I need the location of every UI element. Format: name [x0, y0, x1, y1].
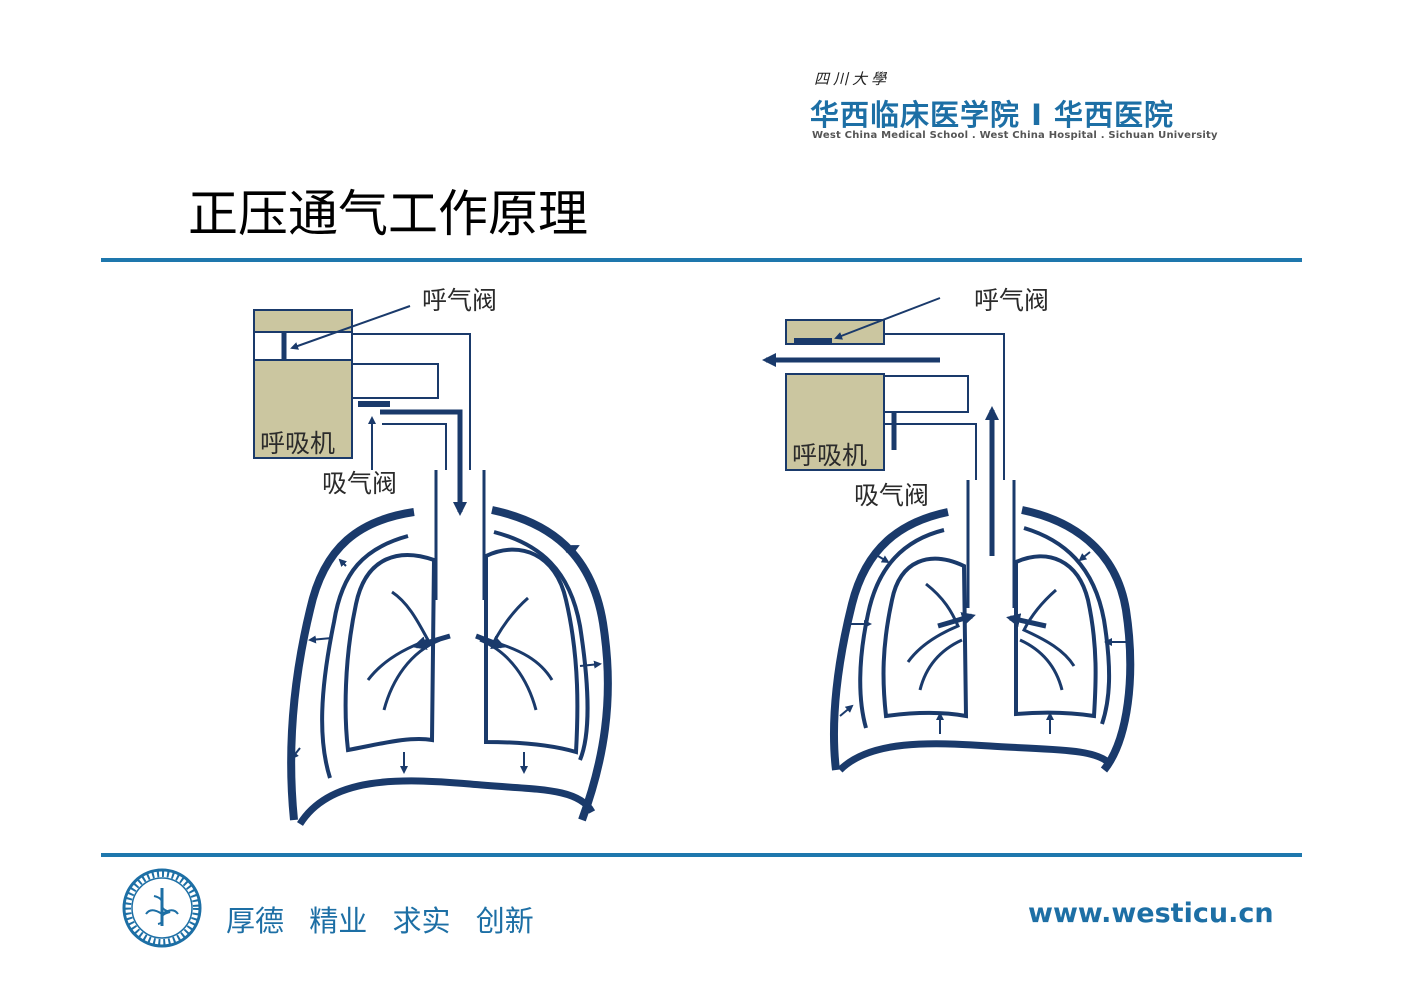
right-exhale-valve-label: 呼气阀 [974, 286, 1049, 315]
footer-divider [101, 853, 1302, 857]
school-seal-icon [122, 868, 202, 948]
motto-word: 创新 [475, 904, 534, 938]
left-diagram-inspiration [253, 305, 612, 826]
website-link[interactable]: www.westicu.cn [1028, 898, 1274, 929]
motto-word: 求实 [392, 904, 451, 938]
right-inhale-valve-label: 吸气阀 [854, 481, 929, 510]
right-ventilator-label: 呼吸机 [792, 441, 867, 470]
logo-subtitle: West China Medical School . West China H… [812, 130, 1218, 141]
right-diagram-expiration [762, 297, 1135, 773]
left-ventilator-label: 呼吸机 [260, 429, 335, 458]
logo-title: 华西临床医学院 I 华西医院 [810, 98, 1174, 132]
motto: 厚德 精业 求实 创新 [226, 898, 550, 940]
header-divider [101, 258, 1302, 262]
left-inhale-valve-label: 吸气阀 [322, 469, 397, 498]
motto-word: 厚德 [226, 904, 285, 938]
left-exhale-valve-label: 呼气阀 [422, 286, 497, 315]
right-ventilator-box [785, 319, 897, 471]
hospital-logo: 四川大學 华西临床医学院 I 华西医院 West China Medical S… [810, 66, 1218, 146]
motto-word: 精业 [309, 904, 368, 938]
slide-title: 正压通气工作原理 [188, 185, 588, 243]
left-ventilator-box [253, 309, 353, 459]
university-name: 四川大學 [814, 70, 891, 88]
